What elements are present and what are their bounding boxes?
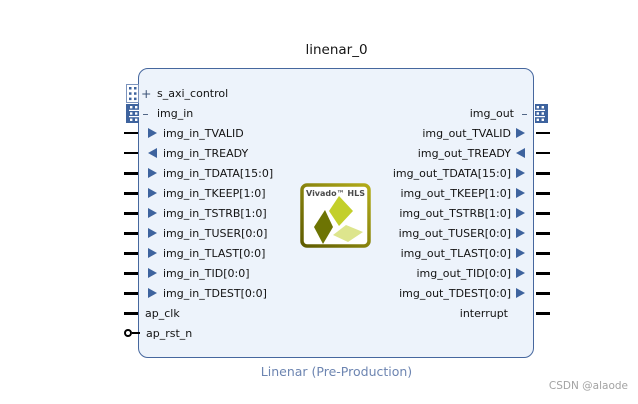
input-arrow-icon — [148, 168, 157, 178]
pin-stub — [536, 271, 550, 275]
pin-img_in_TDEST[interactable]: img_in_TDEST[0:0] — [124, 283, 267, 303]
pin-label: img_in_TDATA[15:0] — [163, 166, 274, 180]
pin-img_out_TVALID[interactable]: img_out_TVALID — [422, 123, 550, 143]
pin-stub — [536, 251, 550, 255]
pin-label: ap_clk — [145, 306, 180, 320]
pin-stub — [124, 251, 138, 255]
output-arrow-icon — [516, 268, 525, 278]
pin-label: img_in_TID[0:0] — [163, 266, 250, 280]
pin-label: img_out_TREADY — [417, 146, 511, 160]
pin-ap_clk[interactable]: ap_clk — [124, 303, 180, 323]
bus-interface-connector-icon[interactable] — [126, 104, 139, 123]
pin-stub — [124, 191, 138, 195]
pin-label: img_out_TSTRB[1:0] — [399, 206, 511, 220]
vivado-hls-logo — [300, 183, 371, 248]
ip-type-caption: Linenar (Pre-Production) — [260, 364, 413, 379]
pin-img_out_TID[interactable]: img_out_TID[0:0] — [416, 263, 550, 283]
pin-label: img_in_TVALID — [163, 126, 244, 140]
pin-stub — [124, 271, 138, 275]
pin-img_in_TLAST[interactable]: img_in_TLAST[0:0] — [124, 243, 265, 263]
pin-label: img_out_TVALID — [422, 126, 511, 140]
pin-stub — [536, 152, 550, 154]
pin-stub — [124, 211, 138, 215]
pin-stub — [124, 231, 138, 235]
pin-label: img_out_TUSER[0:0] — [398, 226, 511, 240]
pin-stub — [536, 171, 550, 175]
pin-ap_rst_n[interactable]: ap_rst_n — [124, 323, 192, 343]
bus-interface-s_axi_control[interactable]: + s_axi_control — [124, 83, 228, 103]
input-arrow-icon — [148, 268, 157, 278]
pin-label: img_in_TREADY — [163, 146, 249, 160]
output-arrow-icon — [516, 288, 525, 298]
active-low-bubble-icon — [124, 329, 132, 337]
output-arrow-icon — [516, 168, 525, 178]
pin-img_out_TSTRB[interactable]: img_out_TSTRB[1:0] — [399, 203, 550, 223]
input-arrow-icon — [148, 288, 157, 298]
bus-interface-connector-icon[interactable] — [126, 84, 139, 103]
pin-label: img_in_TSTRB[1:0] — [163, 206, 267, 220]
pin-img_out_TLAST[interactable]: img_out_TLAST[0:0] — [401, 243, 550, 263]
pin-label: img_out_TID[0:0] — [416, 266, 512, 280]
input-arrow-icon — [148, 228, 157, 238]
pin-label: interrupt — [459, 306, 508, 320]
bus-interface-connector-icon[interactable] — [535, 104, 548, 123]
pin-label: img_in_TUSER[0:0] — [163, 226, 268, 240]
pin-img_in_TID[interactable]: img_in_TID[0:0] — [124, 263, 250, 283]
pin-img_out_TUSER[interactable]: img_out_TUSER[0:0] — [399, 223, 550, 243]
pin-stub — [124, 152, 138, 154]
pin-label: img_out_TDEST[0:0] — [399, 286, 511, 300]
pin-stub — [124, 291, 138, 295]
input-arrow-icon — [148, 248, 157, 258]
collapse-toggle[interactable]: – — [521, 105, 528, 121]
pin-img_in_TKEEP[interactable]: img_in_TKEEP[1:0] — [124, 183, 266, 203]
pin-stub — [536, 132, 550, 134]
pin-img_in_TUSER[interactable]: img_in_TUSER[0:0] — [124, 223, 267, 243]
ip-instance-name: linenar_0 — [305, 42, 368, 58]
pin-label: img_in_TLAST[0:0] — [163, 246, 266, 260]
pin-img_in_TDATA[interactable]: img_in_TDATA[15:0] — [124, 163, 273, 183]
pin-img_in_TSTRB[interactable]: img_in_TSTRB[1:0] — [124, 203, 267, 223]
expand-toggle[interactable]: + — [141, 85, 152, 101]
pin-img_in_TREADY[interactable]: img_in_TREADY — [124, 143, 248, 163]
pin-label: img_in_TDEST[0:0] — [163, 286, 267, 300]
bus-interface-img_in[interactable]: – img_in — [124, 103, 193, 123]
pin-stub — [536, 291, 550, 295]
pin-stub — [536, 191, 550, 195]
output-arrow-icon — [516, 248, 525, 258]
input-arrow-icon — [516, 148, 525, 158]
output-arrow-icon — [516, 228, 525, 238]
pin-stub — [124, 311, 138, 315]
pin-stub — [536, 231, 550, 235]
pin-label: img_out_TDATA[15:0] — [392, 166, 511, 180]
pin-label: img_out_TKEEP[1:0] — [400, 186, 511, 200]
pin-label: s_axi_control — [157, 86, 229, 100]
input-arrow-icon — [148, 208, 157, 218]
input-arrow-icon — [148, 128, 157, 138]
pin-img_out_TDATA[interactable]: img_out_TDATA[15:0] — [393, 163, 550, 183]
pin-stub — [536, 211, 550, 215]
input-arrow-icon — [148, 188, 157, 198]
vivado-hls-logo-label: Vivado™ HLS — [306, 189, 365, 198]
pin-label: ap_rst_n — [146, 326, 193, 340]
pin-label: img_out_TLAST[0:0] — [400, 246, 511, 260]
pin-stub — [124, 132, 138, 134]
pin-label: img_in_TKEEP[1:0] — [163, 186, 266, 200]
pin-stub — [124, 171, 138, 175]
output-arrow-icon — [516, 128, 525, 138]
csdn-watermark: CSDN @alaode — [548, 380, 628, 392]
output-arrow-icon — [148, 148, 157, 158]
output-arrow-icon — [516, 208, 525, 218]
pin-stub — [536, 311, 550, 315]
pin-img_out_TKEEP[interactable]: img_out_TKEEP[1:0] — [400, 183, 550, 203]
pin-label: img_out — [469, 106, 514, 120]
collapse-toggle[interactable]: – — [142, 105, 149, 121]
pin-img_out_TDEST[interactable]: img_out_TDEST[0:0] — [399, 283, 550, 303]
pin-img_out_TREADY[interactable]: img_out_TREADY — [418, 143, 550, 163]
pin-stub — [132, 332, 140, 334]
output-arrow-icon — [516, 188, 525, 198]
pin-img_in_TVALID[interactable]: img_in_TVALID — [124, 123, 244, 143]
pin-interrupt[interactable]: interrupt — [460, 303, 550, 323]
bus-interface-img_out[interactable]: img_out – — [470, 103, 550, 123]
pin-label: img_in — [157, 106, 194, 120]
